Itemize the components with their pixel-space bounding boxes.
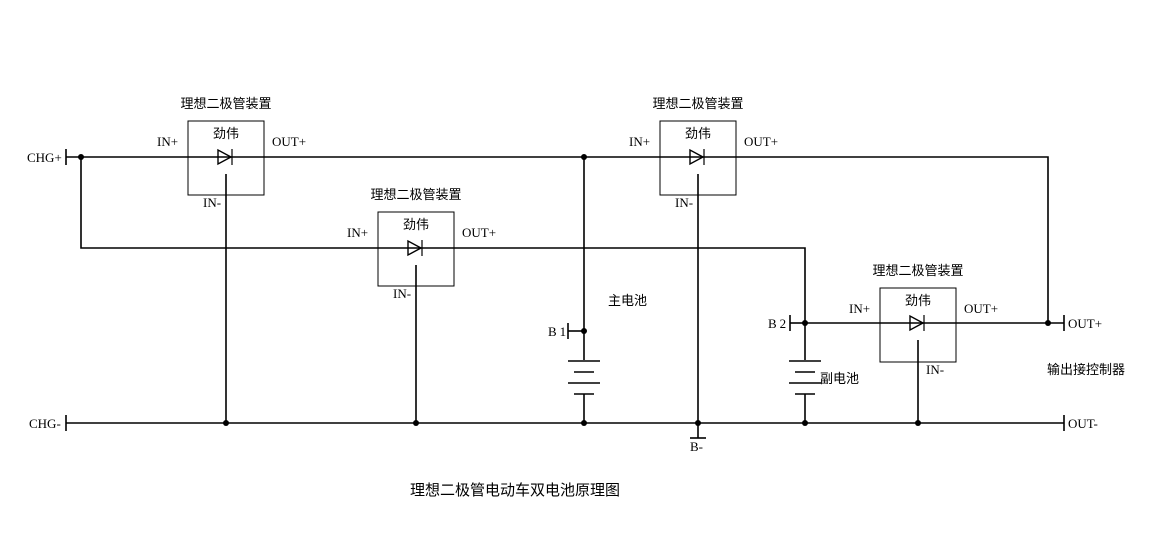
aux-battery-label: 副电池 — [820, 372, 859, 387]
wire-chg-plus-mid — [80, 157, 806, 323]
diode-icon — [217, 148, 233, 166]
pin-in-plus: IN+ — [629, 134, 650, 149]
junction-dot — [915, 420, 921, 426]
module-brand: 劲伟 — [213, 127, 239, 142]
battery-b2 — [789, 360, 821, 395]
terminal-b2: B2 — [768, 316, 789, 331]
wire-chg-plus-top — [66, 156, 1049, 323]
junction-dot — [802, 420, 808, 426]
pin-out-plus: OUT+ — [272, 134, 306, 149]
module-brand: 劲伟 — [685, 127, 711, 142]
junction-dot — [1045, 320, 1051, 326]
module-box — [377, 211, 455, 287]
module-title: 理想二极管装置 — [872, 263, 963, 279]
pin-in-minus: IN- — [926, 362, 944, 377]
module-title: 理想二极管装置 — [652, 96, 743, 112]
module-title: 理想二极管装置 — [370, 187, 461, 203]
junction-dot — [802, 320, 808, 326]
junctions — [78, 154, 1051, 426]
ideal-diode-module-2: 理想二极管装置 劲伟 IN+ OUT+ IN- — [347, 187, 496, 301]
module-box — [659, 120, 737, 196]
pin-out-plus: OUT+ — [744, 134, 778, 149]
diode-icon — [689, 148, 705, 166]
diode-icon — [407, 239, 423, 257]
pin-in-plus: IN+ — [849, 301, 870, 316]
module-brand: 劲伟 — [403, 218, 429, 233]
ideal-diode-module-1: 理想二极管装置 劲伟 IN+ OUT+ IN- — [157, 96, 306, 210]
battery-b1 — [568, 360, 600, 395]
pin-in-minus: IN- — [675, 195, 693, 210]
pin-in-minus: IN- — [393, 286, 411, 301]
terminal-chg-minus: CHG- — [29, 416, 61, 431]
junction-dot — [581, 420, 587, 426]
pin-out-plus: OUT+ — [964, 301, 998, 316]
module-brand: 劲伟 — [905, 294, 931, 309]
ideal-diode-module-4: 理想二极管装置 劲伟 IN+ OUT+ IN- — [849, 263, 998, 377]
ideal-diode-module-3: 理想二极管装置 劲伟 IN+ OUT+ IN- — [629, 96, 778, 210]
module-title: 理想二极管装置 — [180, 96, 271, 112]
module-box — [879, 287, 957, 363]
terminal-b-minus: B- — [690, 439, 703, 454]
diagram-caption: 理想二极管电动车双电池原理图 — [410, 481, 620, 499]
pin-in-plus: IN+ — [157, 134, 178, 149]
junction-dot — [223, 420, 229, 426]
terminal-out-minus: OUT- — [1068, 416, 1098, 431]
pin-in-minus: IN- — [203, 195, 221, 210]
terminal-b1: B1 — [548, 324, 569, 339]
terminal-out-plus: OUT+ — [1068, 316, 1102, 331]
junction-dot — [581, 328, 587, 334]
module-box — [187, 120, 265, 196]
junction-dot — [78, 154, 84, 160]
junction-dot — [695, 420, 701, 426]
controller-label: 输出接控制器 — [1047, 362, 1125, 378]
terminal-chg-plus: CHG+ — [27, 150, 62, 165]
junction-dot — [413, 420, 419, 426]
junction-dot — [581, 154, 587, 160]
diode-icon — [909, 314, 925, 332]
main-battery-label: 主电池 — [608, 294, 647, 309]
pin-out-plus: OUT+ — [462, 225, 496, 240]
wires — [65, 149, 1065, 439]
pin-in-plus: IN+ — [347, 225, 368, 240]
